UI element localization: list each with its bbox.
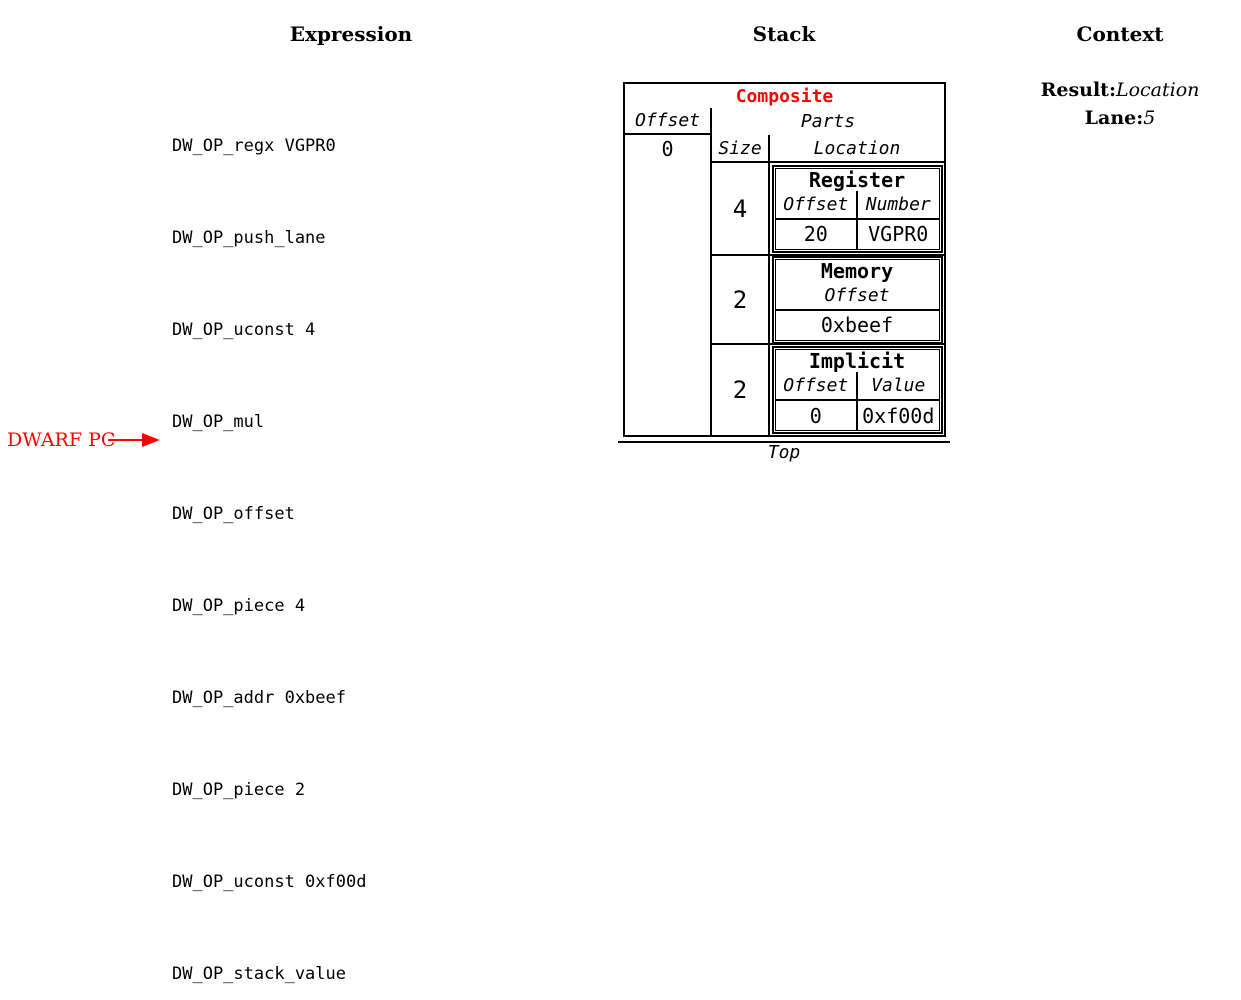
expression-item: DW_OP_mul <box>172 412 265 433</box>
part-size-cell: 4 <box>712 163 770 254</box>
subtable-col-header: Offset <box>775 372 856 401</box>
lane-value: 5 <box>1143 107 1156 129</box>
dwarf-pc-arrow-line <box>108 439 142 441</box>
expression-item: DW_OP_regx VGPR0 <box>172 136 336 157</box>
context-result-row: Result:Location <box>1020 76 1220 104</box>
stack-table-body: Offset 0 Parts Size Location 4 Register <box>625 108 944 435</box>
offset-value-cell: 0 <box>661 137 674 161</box>
register-number-column: Number VGPR0 <box>858 191 939 249</box>
register-offset-column: Offset 20 <box>775 190 858 249</box>
context-column-title: Context <box>1076 22 1164 46</box>
register-subtable-inner: Register Offset 20 Number VGPR0 <box>774 167 940 250</box>
parts-column-header: Parts <box>800 111 856 132</box>
subtable-value-cell: VGPR0 <box>868 222 929 246</box>
result-label: Result: <box>1040 79 1116 101</box>
expression-item: DW_OP_push_lane <box>172 228 326 249</box>
expression-item: DW_OP_piece 4 <box>172 596 306 617</box>
subtable-title: Register <box>808 167 906 192</box>
stack-offset-column: Offset 0 <box>625 108 712 435</box>
part-location-cell: Implicit Offset 0 Value 0xf00d <box>770 345 944 435</box>
part-size-cell: 2 <box>712 345 770 435</box>
implicit-subtable: Implicit Offset 0 Value 0xf00d <box>771 346 943 434</box>
lane-label: Lane: <box>1084 107 1144 129</box>
implicit-subtable-inner: Implicit Offset 0 Value 0xf00d <box>774 349 940 431</box>
subtable-value-cell: 20 <box>803 222 828 246</box>
subtable-col-header: Number <box>858 191 939 220</box>
stack-table: Composite Offset 0 Parts Size Location 4 <box>623 82 946 437</box>
parts-subheader-row: Size Location <box>712 135 944 163</box>
part-row-register: 4 Register Offset 20 <box>712 163 944 256</box>
composite-header: Composite <box>735 85 834 107</box>
register-subtable: Register Offset 20 Number VGPR0 <box>771 164 943 253</box>
subtable-value-cell: 0 <box>809 403 822 428</box>
subtable-col-header: Offset <box>775 191 856 220</box>
register-subtable-columns: Offset 20 Number VGPR0 <box>775 190 939 249</box>
offset-column-header: Offset <box>625 108 710 135</box>
size-column-header: Size <box>712 135 770 161</box>
subtable-title: Implicit <box>808 349 906 373</box>
stack-parts-column: Parts Size Location 4 Register <box>712 108 944 435</box>
expression-list: DW_OP_regx VGPR0 DW_OP_push_lane DW_OP_u… <box>172 70 366 1000</box>
stack-column-title: Stack <box>752 22 816 46</box>
subtable-col-header: Offset <box>775 282 939 311</box>
location-column-header: Location <box>813 137 901 159</box>
implicit-offset-column: Offset 0 <box>775 372 858 430</box>
dwarf-pc-arrow-icon <box>142 433 160 447</box>
context-lane-row: Lane:5 <box>1020 104 1220 132</box>
expression-item: DW_OP_offset <box>172 504 295 525</box>
part-location-cell: Memory Offset 0xbeef <box>770 255 944 344</box>
stack-top-underline <box>618 441 950 443</box>
expression-item: DW_OP_uconst 4 <box>172 320 316 341</box>
result-value: Location <box>1115 79 1200 101</box>
subtable-value-cell: 0xf00d <box>862 403 935 428</box>
memory-offset-column: Offset 0xbeef <box>775 282 939 340</box>
part-row-memory: 2 Memory Offset 0xbeef <box>712 255 944 345</box>
expression-item: DW_OP_addr 0xbeef <box>172 688 346 709</box>
subtable-title: Memory <box>820 258 894 283</box>
subtable-col-header: Value <box>858 372 939 401</box>
expression-item: DW_OP_uconst 0xf00d <box>172 872 367 893</box>
part-size-cell: 2 <box>712 256 770 343</box>
stack-top-label: Top <box>767 442 801 463</box>
expression-item: DW_OP_piece 2 <box>172 780 306 801</box>
context-panel: Result:Location Lane:5 <box>1020 76 1220 132</box>
part-row-implicit: 2 Implicit Offset 0 <box>712 345 944 435</box>
memory-subtable: Memory Offset 0xbeef <box>771 255 943 344</box>
part-location-cell: Register Offset 20 Number VGPR0 <box>770 163 944 254</box>
implicit-value-column: Value 0xf00d <box>858 372 939 430</box>
dwarf-pc-label: DWARF PC <box>7 429 116 451</box>
implicit-subtable-columns: Offset 0 Value 0xf00d <box>775 372 939 430</box>
subtable-value-cell: 0xbeef <box>820 313 894 337</box>
expression-item: DW_OP_stack_value <box>172 964 346 985</box>
memory-subtable-inner: Memory Offset 0xbeef <box>774 258 940 341</box>
expression-column-title: Expression <box>289 22 413 46</box>
